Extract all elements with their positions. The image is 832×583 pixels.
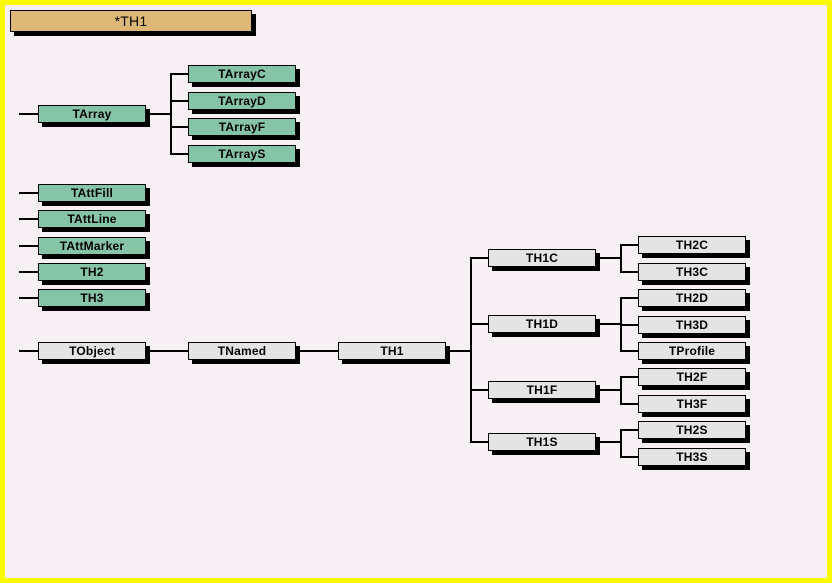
class-box-th2d[interactable]: TH2D [638,289,746,307]
class-box-label: TH3F [676,397,708,411]
class-box-label: TAttMarker [59,239,125,253]
class-box-label: TH2D [675,291,709,305]
stub-tarray [19,113,40,115]
class-box-label: TH3D [675,318,709,332]
edge-tarray-trunk [146,113,172,115]
class-box-th1f[interactable]: TH1F [488,381,596,399]
edge-th1d-tprofile [620,350,640,352]
edge-th1d-trunk [596,323,622,325]
edge-tobject-tnamed [146,350,190,352]
class-box-th1d[interactable]: TH1D [488,315,596,333]
class-box-tattmarker[interactable]: TAttMarker [38,237,146,255]
class-box-label: TH3 [80,291,104,305]
edge-th1d-th3d [620,324,640,326]
class-box-th3[interactable]: TH3 [38,289,146,307]
class-box-th2c[interactable]: TH2C [638,236,746,254]
class-box-label: TAttFill [70,186,114,200]
stub-tattfill [19,192,40,194]
edge-th1c-th2c [620,244,640,246]
class-box-th1s[interactable]: TH1S [488,433,596,451]
edge-tarray-spine [170,73,172,154]
class-box-label: TAttLine [67,212,117,226]
window-titlebar: *TH1 [10,10,252,32]
stub-tattline [19,218,40,220]
class-box-label: TObject [69,344,115,358]
edge-th1s-th2s [620,429,640,431]
class-box-th3f[interactable]: TH3F [638,395,746,413]
edge-tnamed-th1 [296,350,340,352]
class-box-tprofile[interactable]: TProfile [638,342,746,360]
class-box-label: TH1 [380,344,404,358]
edge-th1-th1c [470,257,490,259]
edge-th1f-trunk [596,389,622,391]
class-box-label: TH1D [525,317,559,331]
class-box-th2s[interactable]: TH2S [638,421,746,439]
stub-tobject [19,350,40,352]
edge-tarray-tarrayc [170,73,190,75]
edge-th1s-spine [620,429,622,457]
class-box-tobject[interactable]: TObject [38,342,146,360]
class-box-th2[interactable]: TH2 [38,263,146,281]
class-box-label: TNamed [217,344,267,358]
edge-th1s-th3s [620,456,640,458]
stub-th2 [19,271,40,273]
class-box-tarrayd[interactable]: TArrayD [188,92,296,110]
class-box-th3s[interactable]: TH3S [638,448,746,466]
edge-tarray-tarrayf [170,126,190,128]
class-box-label: TH3C [675,265,709,279]
edge-th1c-spine [620,244,622,272]
class-box-label: TArrayC [218,67,266,81]
class-box-label: TH1S [526,435,558,449]
class-box-label: TArrayD [218,94,266,108]
class-box-label: TH2 [80,265,104,279]
class-box-th3c[interactable]: TH3C [638,263,746,281]
class-box-tattfill[interactable]: TAttFill [38,184,146,202]
class-box-tarrayc[interactable]: TArrayC [188,65,296,83]
class-box-tarrayf[interactable]: TArrayF [188,118,296,136]
edge-th1s-trunk [596,441,622,443]
edge-th1-trunk [446,350,472,352]
class-box-tarrays[interactable]: TArrayS [188,145,296,163]
class-box-label: TArrayS [218,147,266,161]
class-box-th2f[interactable]: TH2F [638,368,746,386]
edge-th1c-th3c [620,271,640,273]
edge-th1f-th2f [620,376,640,378]
class-box-tnamed[interactable]: TNamed [188,342,296,360]
class-box-tarray[interactable]: TArray [38,105,146,123]
edge-th1d-th2d [620,297,640,299]
edge-tarray-tarrayd [170,100,190,102]
class-box-label: TH3S [676,450,708,464]
class-box-label: TProfile [668,344,716,358]
class-box-label: TH1C [525,251,559,265]
edge-th1-th1d [470,323,490,325]
edge-tarray-tarrays [170,153,190,155]
class-box-th3d[interactable]: TH3D [638,316,746,334]
class-box-th1c[interactable]: TH1C [488,249,596,267]
class-box-label: TH2S [676,423,708,437]
edge-th1-spine [470,257,472,442]
class-box-label: TH1F [526,383,558,397]
window-title: *TH1 [114,13,148,29]
edge-th1f-spine [620,376,622,404]
stub-th3 [19,297,40,299]
class-box-th1[interactable]: TH1 [338,342,446,360]
edge-th1c-trunk [596,257,622,259]
edge-th1f-th3f [620,403,640,405]
stub-tattmarker [19,245,40,247]
class-box-tattline[interactable]: TAttLine [38,210,146,228]
edge-th1-th1s [470,441,490,443]
class-box-label: TH2F [676,370,708,384]
edge-th1-th1f [470,389,490,391]
class-box-label: TArray [72,107,112,121]
class-box-label: TH2C [675,238,709,252]
class-box-label: TArrayF [218,120,266,134]
